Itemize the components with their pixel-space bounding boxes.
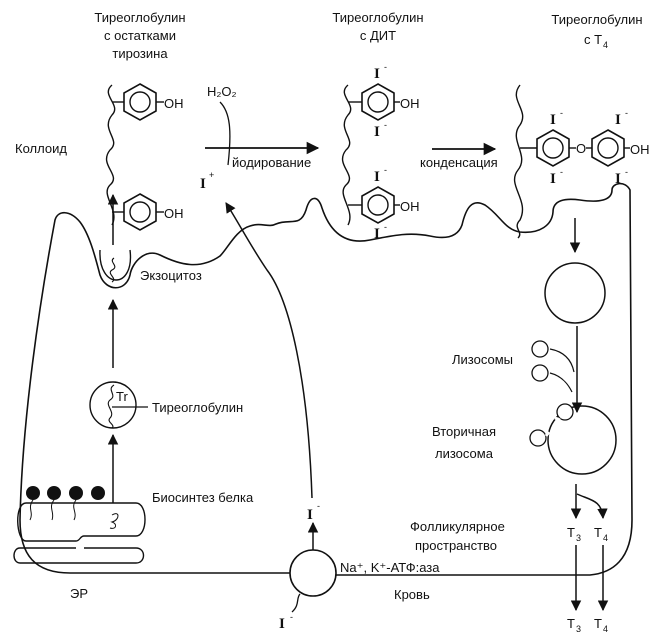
follicular-space-label: пространство xyxy=(415,538,497,553)
thyroglobulin-vesicle: Tr xyxy=(89,381,148,429)
t3-label: T xyxy=(567,525,575,540)
secondary-lysosome xyxy=(529,403,617,475)
lysosome xyxy=(531,340,549,358)
iodide-label: I xyxy=(374,124,380,140)
iodide-label: I xyxy=(550,112,556,128)
exocytosis-vesicle xyxy=(99,249,132,281)
oh-label: OH xyxy=(400,199,420,214)
t4-release-arrow xyxy=(576,493,608,520)
oh-label: OH xyxy=(164,206,184,221)
title-line: с остатками xyxy=(104,28,176,43)
atpase-label: Na⁺, K⁺-АТФ:аза xyxy=(340,560,440,575)
charge-label: - xyxy=(384,222,387,232)
title-tg-t4: Тиреоглобулин с T 4 xyxy=(551,12,642,50)
title-line: Тиреоглобулин xyxy=(94,10,185,25)
charge-label: - xyxy=(384,165,387,175)
charge-label: - xyxy=(384,120,387,130)
colloid-label: Коллоид xyxy=(15,141,67,156)
charge-label: - xyxy=(560,167,563,177)
title-line: с ДИТ xyxy=(360,28,396,43)
t4-blood-label: T xyxy=(594,616,602,631)
iodide-label: I xyxy=(374,226,380,242)
t4-residue: O OH I - I - I - I - xyxy=(513,84,650,239)
oh-label: OH xyxy=(164,96,184,111)
secondary-lysosome-label: Вторичная xyxy=(432,424,496,439)
charge-label: - xyxy=(560,108,563,118)
tg-abbr-label: Tr xyxy=(116,389,128,404)
subscript: 4 xyxy=(603,624,608,634)
h2o2-label: H₂O₂ xyxy=(207,84,237,99)
title-subscript: 4 xyxy=(603,40,608,50)
charge-label: - xyxy=(625,108,628,118)
secondary-lysosome-label: лизосома xyxy=(435,446,494,461)
cell-membrane xyxy=(19,182,633,576)
protein-biosynthesis-label: Биосинтез белка xyxy=(152,490,254,505)
iodide-label: I xyxy=(374,66,380,82)
title-line: тирозина xyxy=(112,46,168,61)
title-line: Тиреоглобулин xyxy=(332,10,423,25)
iodide-label: I xyxy=(374,169,380,185)
title-tg-tyrosine: Тиреоглобулин с остатками тирозина xyxy=(94,10,185,61)
tyrosine-residues: OH OH xyxy=(105,83,184,231)
iodide-blood-label: I xyxy=(279,616,285,632)
iodide-label: I xyxy=(615,112,621,128)
oh-label: OH xyxy=(630,142,650,157)
endoplasmic-reticulum xyxy=(13,486,146,564)
charge-label: - xyxy=(625,167,628,177)
dit-residues: OH OH I - I - I - I - xyxy=(341,62,420,242)
oxygen-label: O xyxy=(576,141,586,156)
charge-label: - xyxy=(290,612,293,622)
title-line: с T xyxy=(584,32,602,47)
charge-label: - xyxy=(384,62,387,72)
iodine-label: I xyxy=(200,176,206,192)
oh-label: OH xyxy=(400,96,420,111)
t4-label: T xyxy=(594,525,602,540)
charge-label: + xyxy=(209,170,214,180)
condensation-label: конденсация xyxy=(420,155,498,170)
blood-label: Кровь xyxy=(394,587,430,602)
follicular-space-label: Фолликулярное xyxy=(410,519,505,534)
iodide-to-colloid-arrow xyxy=(225,202,313,499)
subscript: 3 xyxy=(576,624,581,634)
iodide-label: I xyxy=(550,171,556,187)
iodide-label: I xyxy=(615,171,621,187)
exocytosis-label: Экзоцитоз xyxy=(140,268,202,283)
iodide-cell-label: I xyxy=(307,507,313,523)
er-label: ЭР xyxy=(70,586,88,601)
title-line: Тиреоглобулин xyxy=(551,12,642,27)
colloid-droplet xyxy=(544,262,606,324)
lysosomes-label: Лизосомы xyxy=(452,352,513,367)
charge-label: - xyxy=(317,501,320,511)
title-tg-dit: Тиреоглобулин с ДИТ xyxy=(332,10,423,43)
subscript: 4 xyxy=(603,533,608,543)
lysosome xyxy=(531,364,549,382)
thyroglobulin-label: Тиреоглобулин xyxy=(152,400,243,415)
iodination-label: йодирование xyxy=(232,155,311,170)
t3-blood-label: T xyxy=(567,616,575,631)
subscript: 3 xyxy=(576,533,581,543)
iodide-pump xyxy=(289,549,337,597)
